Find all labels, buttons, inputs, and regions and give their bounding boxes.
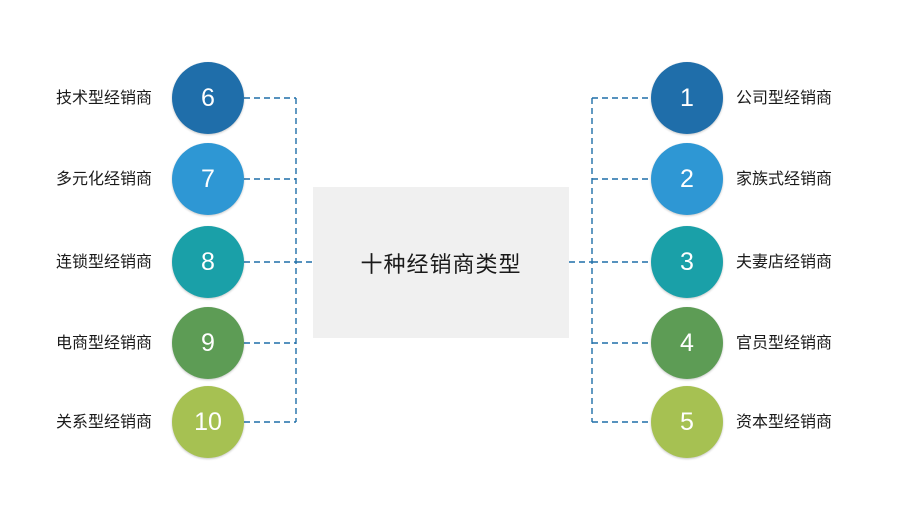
node-circle-9[interactable]: 9 bbox=[172, 307, 244, 379]
node-label-8: 连锁型经销商 bbox=[55, 254, 152, 271]
node-circle-8[interactable]: 8 bbox=[172, 226, 244, 298]
node-label-2: 家族式经销商 bbox=[736, 171, 833, 188]
node-number-8: 8 bbox=[201, 247, 215, 276]
node-label-6: 技术型经销商 bbox=[55, 90, 152, 107]
node-circle-6[interactable]: 6 bbox=[172, 62, 244, 134]
node-label-5: 资本型经销商 bbox=[736, 414, 833, 431]
node-number-3: 3 bbox=[680, 247, 694, 276]
node-circle-10[interactable]: 10 bbox=[172, 386, 244, 458]
center-title-text: 十种经销商类型 bbox=[360, 251, 522, 277]
node-label-7: 多元化经销商 bbox=[55, 171, 152, 188]
center-title-box: 十种经销商类型 bbox=[313, 187, 569, 338]
node-circle-3[interactable]: 3 bbox=[651, 226, 723, 298]
node-circle-5[interactable]: 5 bbox=[651, 386, 723, 458]
node-label-3: 夫妻店经销商 bbox=[736, 254, 833, 271]
node-label-4: 官员型经销商 bbox=[736, 335, 833, 352]
node-circle-2[interactable]: 2 bbox=[651, 143, 723, 215]
node-number-5: 5 bbox=[680, 407, 694, 436]
node-circle-4[interactable]: 4 bbox=[651, 307, 723, 379]
node-circle-1[interactable]: 1 bbox=[651, 62, 723, 134]
node-label-1: 公司型经销商 bbox=[736, 90, 833, 107]
node-label-10: 关系型经销商 bbox=[55, 414, 152, 431]
node-circle-7[interactable]: 7 bbox=[172, 143, 244, 215]
node-number-10: 10 bbox=[194, 407, 222, 436]
node-number-1: 1 bbox=[680, 83, 694, 112]
node-label-9: 电商型经销商 bbox=[55, 335, 152, 352]
node-number-2: 2 bbox=[680, 164, 694, 193]
node-number-7: 7 bbox=[201, 164, 215, 193]
node-number-9: 9 bbox=[201, 328, 215, 357]
node-number-4: 4 bbox=[680, 328, 694, 357]
node-number-6: 6 bbox=[201, 83, 215, 112]
